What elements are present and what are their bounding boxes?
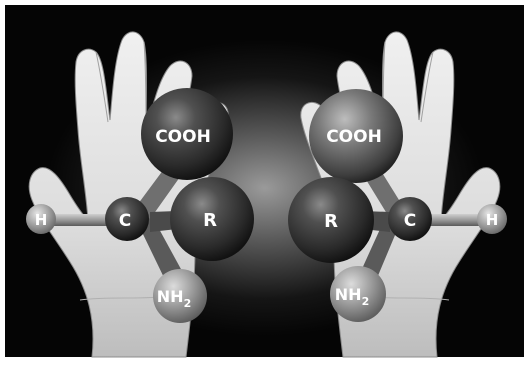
right-h-label: H: [486, 211, 499, 229]
right-r-label: R: [324, 211, 338, 232]
right-cooh-label: COOH: [326, 127, 382, 147]
left-h-label: H: [35, 211, 48, 229]
left-r-label: R: [203, 210, 217, 231]
right-c-label: C: [404, 211, 416, 231]
left-c-label: C: [119, 211, 131, 231]
left-cooh-label: COOH: [155, 127, 211, 147]
